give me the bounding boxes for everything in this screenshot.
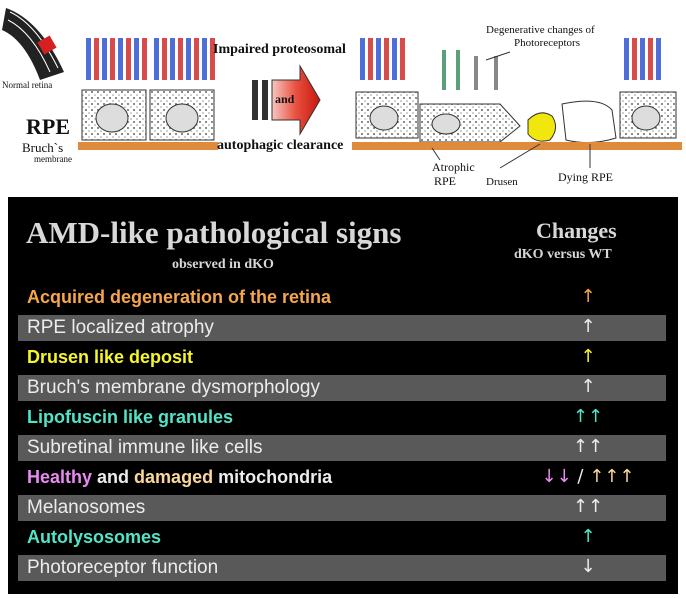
change-indicator: ↑↑ [572,496,604,517]
change-indicator: ↑↑ [572,406,604,427]
change-indicator: ↓ [580,556,596,577]
atrophic-label-line1: Atrophic [432,160,475,174]
sign-label-part: Healthy [27,467,93,487]
sign-label: Bruch's membrane dysmorphology [27,377,320,399]
degenerating-photoreceptors [360,38,661,90]
sign-label-part: Acquired degeneration of the retina [27,287,332,307]
sign-label-part: and [92,467,135,487]
dying-rpe-label: Dying RPE [558,170,614,184]
bruch-label-line2: membrane [34,154,72,164]
sign-label-part: Subretinal immune like cells [27,437,263,458]
normal-retina-label: Normal retina [2,80,53,90]
sign-label-part: Autolysosomes [27,527,162,547]
table-row: Subretinal immune like cells ↑↑ [18,435,666,461]
change-indicator: ↑↑ [572,436,604,457]
normal-rpe-cells [81,89,215,141]
degenerative-label-line1: Degenerative changes of [486,24,595,36]
drusen-label: Drusen [486,176,518,188]
sign-label-part: Melanosomes [27,497,146,518]
sign-label-part: RPE localized atrophy [27,317,214,338]
pathology-table: AMD-like pathological signs observed in … [8,197,678,594]
schematic-drawing [2,8,682,169]
sign-label: Drusen like deposit [27,347,193,368]
table-row: Healthy and damaged mitochondria ↓↓ / ↑↑↑ [18,465,666,491]
sign-label: Autolysosomes [27,527,161,548]
change-indicator: ↑ [580,376,596,397]
and-label: and [275,92,295,106]
table-row: RPE localized atrophy ↑ [18,315,666,341]
table-row: Photoreceptor function ↓ [18,555,666,581]
bruch-membrane-right [352,142,682,150]
table-subtitle: observed in dKO [172,257,274,272]
change-part: ↑↑↑ [589,466,635,487]
change-indicator: ↑ [580,346,596,367]
table-row: Autolysosomes ↑ [18,525,666,551]
change-indicator: ↑ [580,286,596,307]
drusen-pointer [499,143,541,169]
table-title: AMD-like pathological signs [26,215,402,250]
diseased-rpe-cells [355,91,677,144]
change-indicator: ↑ [580,316,596,337]
normal-photoreceptors-left [86,38,215,80]
retina-schematic: Normal retina RPE Bruch`s membrane Impai… [0,0,686,192]
table-row: Lipofuscin like granules ↑↑ [18,405,666,431]
sign-label: RPE localized atrophy [27,317,214,339]
impaired-label: Impaired proteosomal [213,42,346,57]
degenerative-label-line2: Photoreceptors [514,37,580,49]
sign-label: Healthy and damaged mitochondria [27,467,332,488]
sign-label: Photoreceptor function [27,557,218,579]
changes-header: Changes [536,218,617,243]
change-part: / [571,466,590,487]
table-row: Acquired degeneration of the retina ↑ [18,285,666,311]
drusen-deposit [527,112,556,142]
change-indicator: ↓↓ / ↑↑↑ [518,466,658,487]
normal-retina-icon [2,8,64,80]
atrophic-pointer [431,147,441,161]
sign-label-part: Bruch's membrane dysmorphology [27,377,320,398]
bruch-label-line1: Bruch`s [22,140,64,155]
change-indicator: ↑ [580,526,596,547]
changes-subheader: dKO versus WT [514,247,612,262]
sign-label: Acquired degeneration of the retina [27,287,331,308]
transition-arrow [252,64,321,136]
table-row: Bruch's membrane dysmorphology ↑ [18,375,666,401]
sign-label: Lipofuscin like granules [27,407,233,428]
sign-label-part: Drusen like deposit [27,347,194,367]
autophagic-label: autophagic clearance [217,138,344,153]
sign-label: Melanosomes [27,497,145,519]
rpe-label: RPE [26,114,70,139]
degenerative-pointer [485,51,511,61]
table-row: Drusen like deposit ↑ [18,345,666,371]
sign-label-part: Lipofuscin like granules [27,407,234,427]
table-row: Melanosomes ↑↑ [18,495,666,521]
change-part: ↓↓ [541,466,572,487]
bruch-membrane-left [78,142,218,150]
sign-label-part: mitochondria [213,467,333,487]
sign-label: Subretinal immune like cells [27,437,263,459]
sign-label-part: Photoreceptor function [27,557,219,578]
atrophic-label-line2: RPE [434,174,457,188]
sign-label-part: damaged [134,467,214,487]
